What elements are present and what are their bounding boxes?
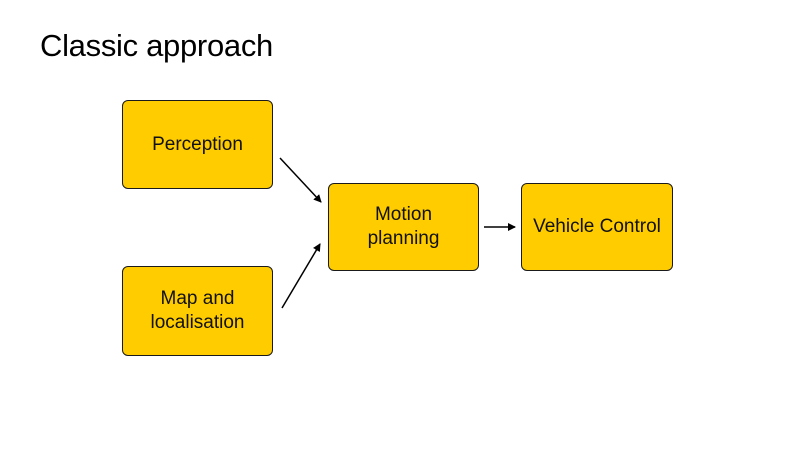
perception-box: Perception bbox=[122, 100, 273, 189]
arrow-perception-to-motion bbox=[279, 157, 322, 203]
vehicle-control-box: Vehicle Control bbox=[521, 183, 673, 271]
motion-label-line-2: planning bbox=[367, 228, 440, 249]
vehicle-label-line-1: Vehicle Control bbox=[533, 216, 661, 237]
map-and-localisation-box: Map and localisation bbox=[122, 266, 273, 356]
slide-title: Classic approach bbox=[40, 28, 273, 63]
map-label-line-2: localisation bbox=[150, 312, 245, 333]
perception-label-line-1: Perception bbox=[152, 133, 243, 155]
motion-planning-box: Motion planning bbox=[328, 183, 479, 271]
arrow-map-to-motion bbox=[281, 243, 321, 309]
motion-label-line-1: Motion bbox=[374, 204, 433, 225]
map-label-line-1: Map and bbox=[160, 288, 235, 309]
